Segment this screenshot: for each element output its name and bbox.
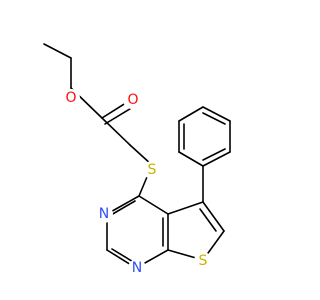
bond-c4-n3-inner (110, 200, 136, 216)
oxygen-atom-carbonyl: O (127, 92, 138, 108)
bond-ch2-s (129, 144, 153, 166)
bond-c-o-double-2 (104, 106, 134, 125)
bond-c5-c6 (202, 201, 225, 232)
bond-ethyl-ch3-ch2 (43, 43, 72, 59)
bond-c4a-c4 (138, 195, 169, 215)
structure-diagram: O O S N N S (43, 43, 231, 277)
bond-ph-4-5 (202, 106, 231, 122)
molecule-drawing: O O S N N S (43, 43, 231, 277)
oxygen-atom-ester: O (65, 90, 76, 106)
bond-c4a-c5 (167, 201, 204, 215)
bond-ph-4-5-inner (202, 112, 226, 125)
bond-ph-6-1 (202, 151, 231, 167)
bond-ph-1-2 (178, 151, 204, 167)
bond-ph-3-4 (178, 106, 204, 122)
bond-c2-n1-inner (111, 248, 136, 264)
bond-carbonyl-ch2 (101, 117, 131, 146)
nitrogen-atom-upper: N (99, 206, 109, 222)
bond-ph-6-1-inner (202, 148, 226, 161)
sulfur-atom-thiophene: S (199, 253, 208, 269)
sulfur-atom-thioether: S (148, 162, 157, 178)
nitrogen-atom-lower: N (132, 260, 142, 276)
bond-c5-c6-inner (199, 208, 217, 232)
